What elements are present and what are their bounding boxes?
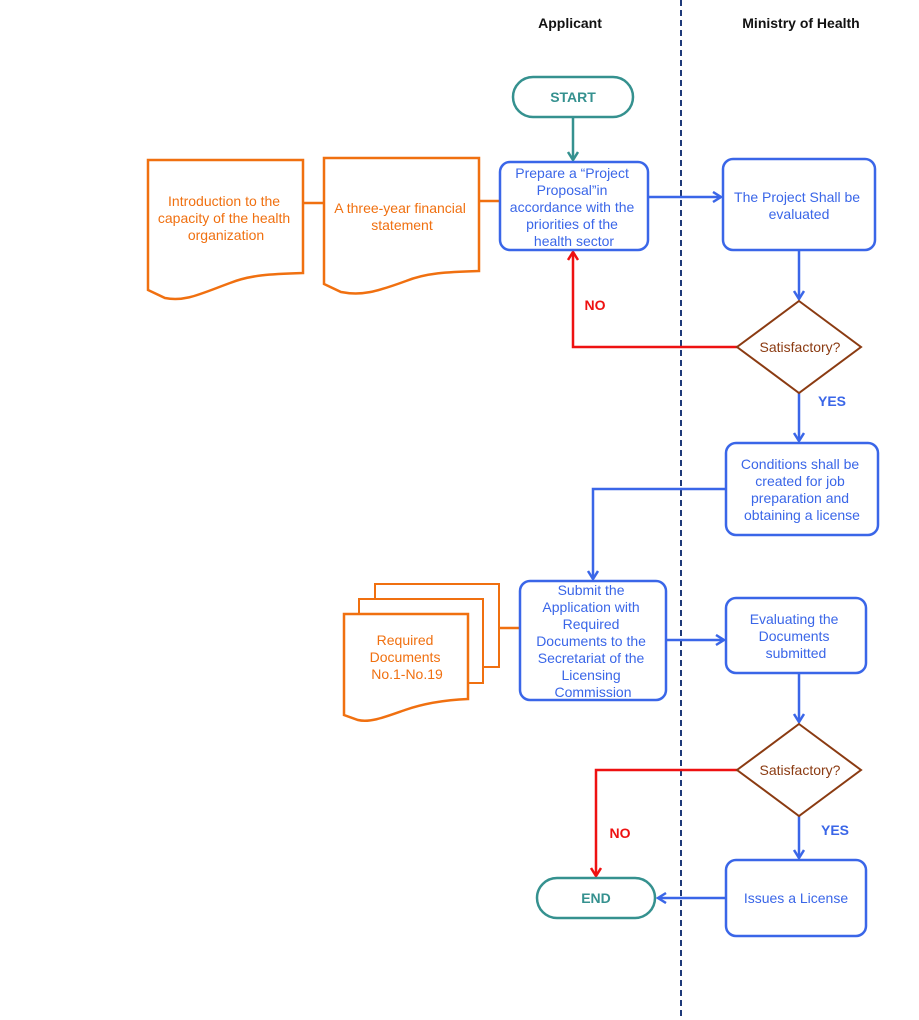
process-conditions-text: Conditions shall be created for job prep…: [741, 456, 863, 523]
lane-title-applicant: Applicant: [538, 15, 602, 31]
edge-conditions-to-submit: [593, 487, 726, 579]
process-conditions[interactable]: Conditions shall be created for job prep…: [724, 441, 880, 537]
edge-decision2-no: [596, 768, 737, 876]
edge-label-no-2: NO: [610, 825, 631, 841]
process-issues-text: Issues a License: [744, 890, 848, 906]
decision1-text: Satisfactory?: [760, 339, 841, 355]
edge-label-yes-2: YES: [821, 822, 849, 838]
start-terminal[interactable]: START: [511, 75, 635, 119]
document-introduction[interactable]: Introduction to the capacity of the heal…: [146, 158, 305, 301]
edge-decision1-no: [573, 252, 737, 349]
process-evaluating-documents[interactable]: Evaluating the Documents submitted: [724, 596, 868, 675]
process-submit-application[interactable]: Submit the Application with Required Doc…: [518, 579, 668, 702]
decision2-text: Satisfactory?: [760, 762, 841, 778]
end-terminal[interactable]: END: [535, 876, 657, 920]
process-prepare-proposal[interactable]: Prepare a “Project Proposal”in accordanc…: [498, 160, 650, 252]
lane-title-ministry: Ministry of Health: [742, 15, 859, 31]
process-prepare-text: Prepare a “Project Proposal”in accordanc…: [510, 165, 638, 249]
decision-satisfactory-2[interactable]: Satisfactory?: [735, 722, 863, 818]
document-introduction-text: Introduction to the capacity of the heal…: [158, 193, 294, 243]
process-submit-text: Submit the Application with Required Doc…: [536, 582, 650, 700]
process-issues-license[interactable]: Issues a License: [724, 858, 868, 938]
edge-label-no-1: NO: [585, 297, 606, 313]
decision-satisfactory-1[interactable]: Satisfactory?: [735, 299, 863, 395]
process-evaluate-text: The Project Shall be evaluated: [734, 189, 864, 222]
end-label: END: [581, 890, 611, 906]
document-stack-required[interactable]: Required Documents No.1-No.19: [342, 583, 500, 722]
start-label: START: [550, 89, 596, 105]
document-stack-front: [342, 612, 470, 722]
process-evaluate-project[interactable]: The Project Shall be evaluated: [721, 157, 877, 252]
document-required-text: Required Documents No.1-No.19: [370, 632, 445, 682]
document-financial-statement[interactable]: A three-year financial statement: [322, 156, 481, 295]
process-evaluating-text: Evaluating the Documents submitted: [750, 611, 843, 661]
document-financial-text: A three-year financial statement: [334, 200, 469, 233]
edge-label-yes-1: YES: [818, 393, 846, 409]
